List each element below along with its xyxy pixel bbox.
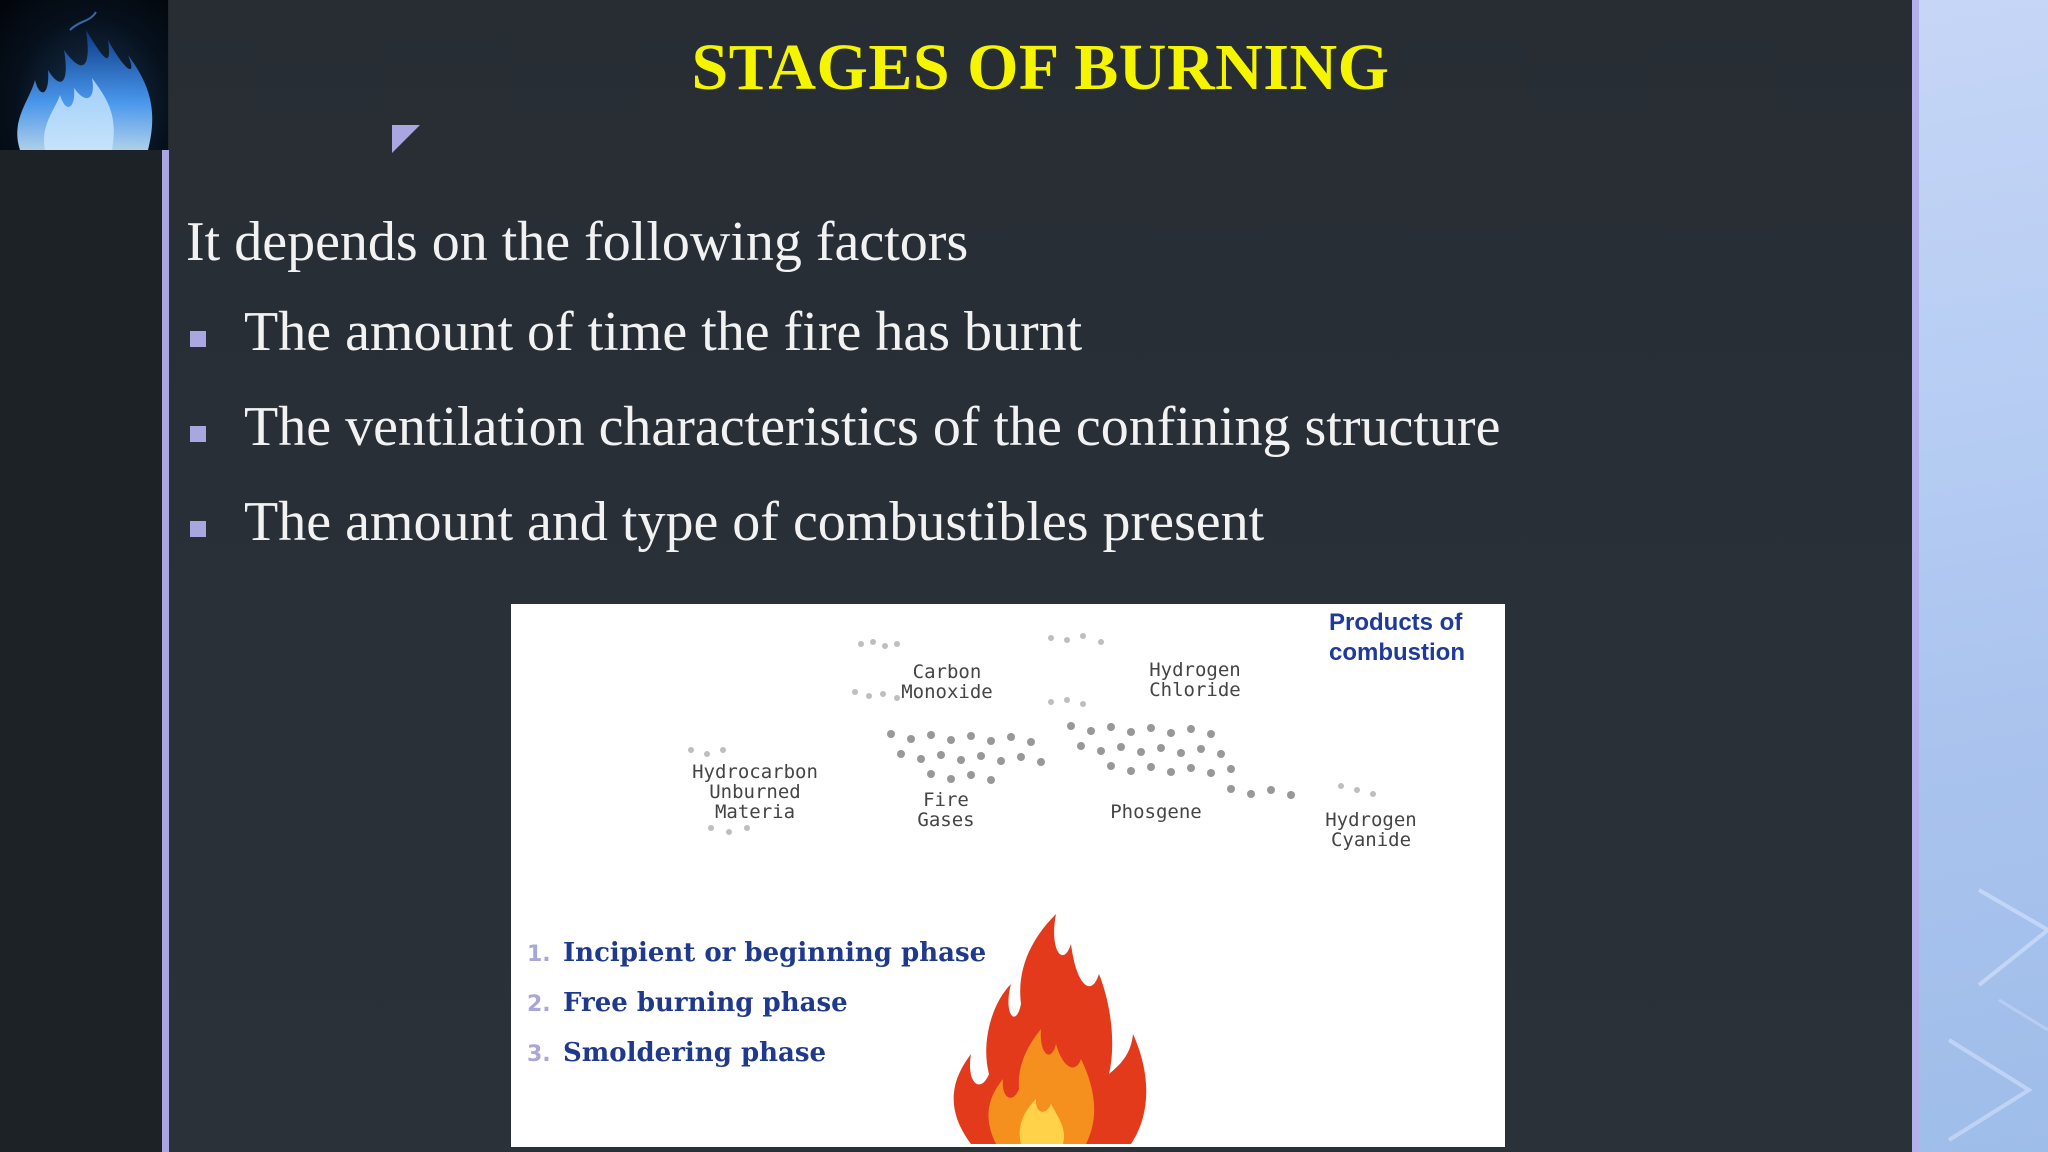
right-accent-rule xyxy=(1912,0,1919,1152)
corner-arrow-icon xyxy=(392,125,420,153)
gas-label: Fire Gases xyxy=(917,789,975,831)
left-accent-rule xyxy=(162,150,169,1152)
bullet-text: The amount and type of combustibles pres… xyxy=(244,491,1265,553)
smoke-dots-illustration xyxy=(688,633,1376,1144)
phase-label: Incipient or beginning phase xyxy=(563,938,987,968)
list-item: 1. Incipient or beginning phase xyxy=(527,938,986,988)
phase-label: Free burning phase xyxy=(563,988,848,1018)
combustion-figure: Products of combustion Carbon Monoxide H… xyxy=(511,604,1505,1147)
intro-text: It depends on the following factors xyxy=(186,211,969,273)
square-bullet-icon xyxy=(190,331,206,347)
square-bullet-icon xyxy=(190,521,206,537)
products-of-combustion-label: Products of combustion xyxy=(1329,609,1465,666)
right-decorative-panel xyxy=(1919,0,2048,1152)
blue-flame-image xyxy=(0,0,168,150)
phase-number: 3. xyxy=(527,1042,551,1067)
chevron-decoration-icon xyxy=(1947,888,2048,1142)
slide-title: STAGES OF BURNING xyxy=(691,31,1390,104)
gas-label: Carbon Monoxide xyxy=(901,661,993,703)
left-sidebar-strip xyxy=(0,0,162,1152)
square-bullet-icon xyxy=(190,426,206,442)
phase-number: 2. xyxy=(527,992,551,1017)
gas-label: Hydrogen Chloride xyxy=(1149,659,1241,701)
list-item: 2. Free burning phase xyxy=(527,988,986,1038)
gas-label: Phosgene xyxy=(1110,801,1202,823)
gas-label: Hydrogen Cyanide xyxy=(1325,809,1417,851)
bullet-text: The ventilation characteristics of the c… xyxy=(244,396,1501,458)
gas-label: Hydrocarbon Unburned Materia xyxy=(692,761,818,823)
phase-number: 1. xyxy=(527,942,551,967)
phase-label: Smoldering phase xyxy=(563,1038,827,1068)
burning-phases-list: 1. Incipient or beginning phase 2. Free bu… xyxy=(527,938,986,1088)
list-item: 3. Smoldering phase xyxy=(527,1038,986,1088)
bullet-text: The amount of time the fire has burnt xyxy=(244,301,1083,363)
